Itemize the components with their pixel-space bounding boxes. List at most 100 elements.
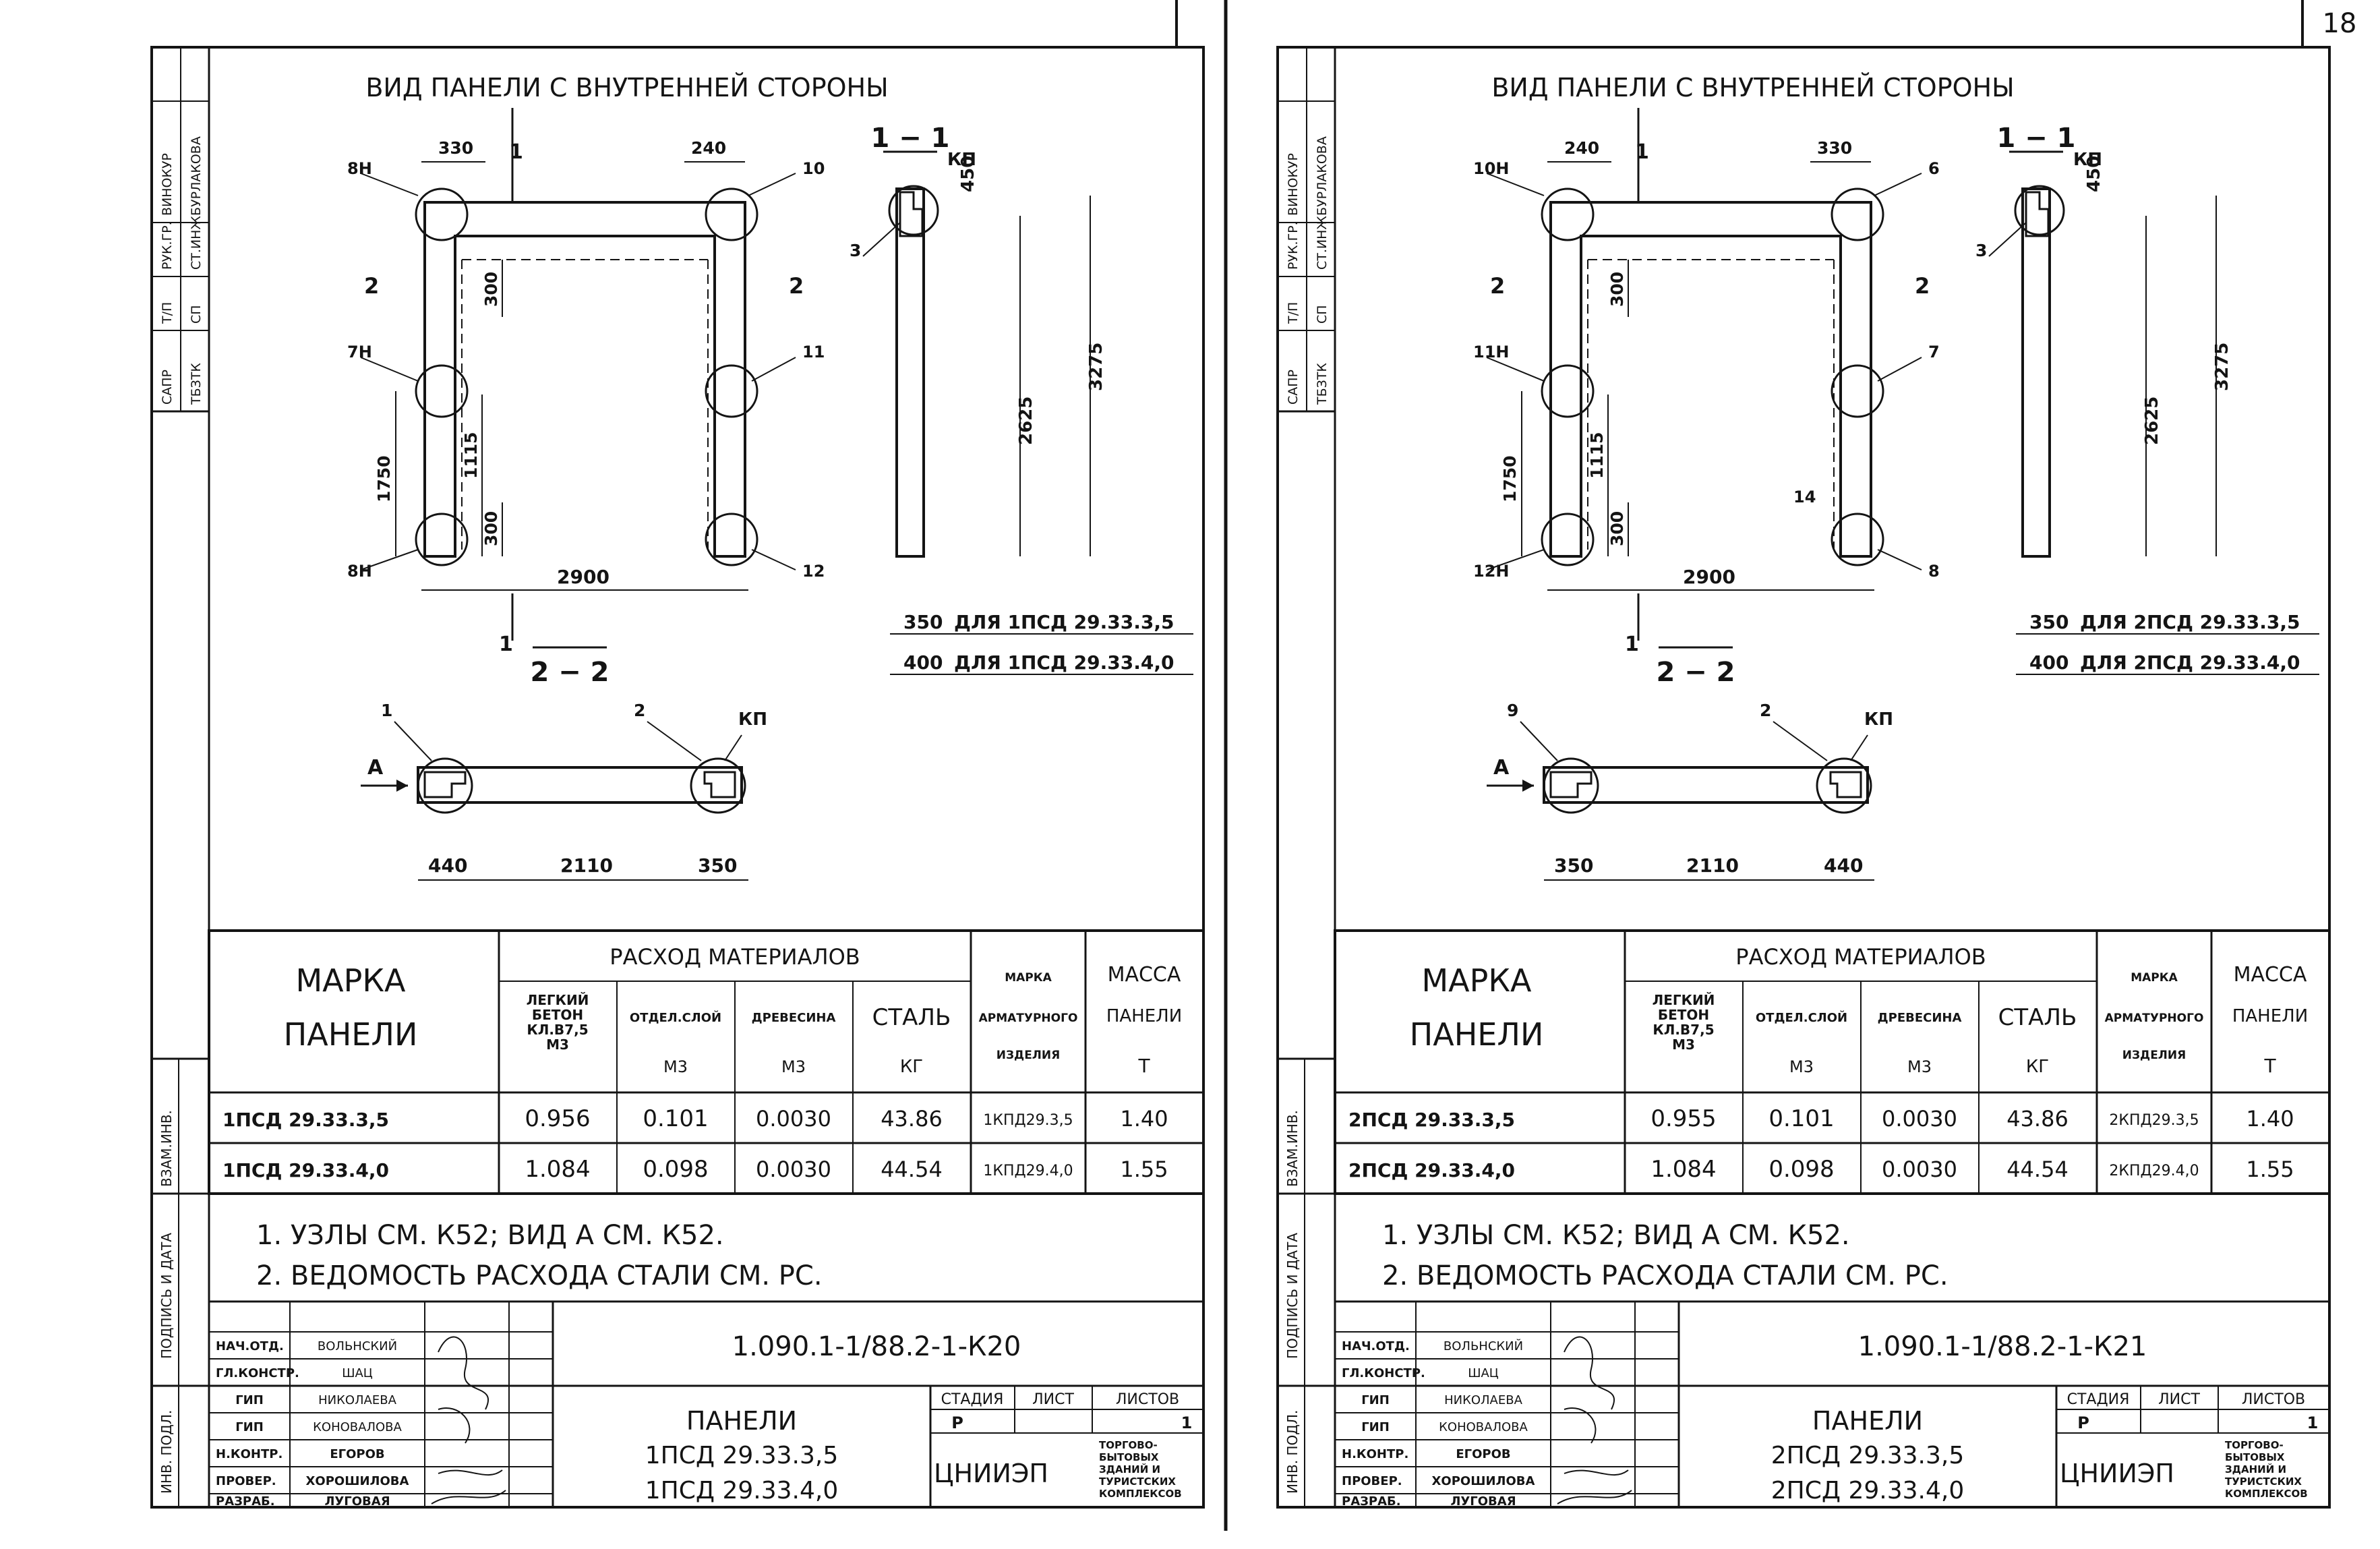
table-header: МАРКА [2131,971,2178,985]
section-kp-label: КП [947,150,976,170]
table-header: БЕТОН [1658,1007,1709,1023]
signer-role: РАЗРАБ. [1342,1494,1401,1509]
node-label: 8Н [347,159,372,178]
panel-elevation [1486,173,1922,571]
side-label: ИНВ. ПОДЛ. [1284,1410,1301,1494]
node-label: 11 [802,343,825,361]
table-header: ОТДЕЛ.СЛОЙ [1756,1010,1847,1025]
organization-sub: ЗДАНИЙ И [1099,1463,1160,1475]
table-cell: 1КПД29.4,0 [983,1163,1073,1179]
dimension-label: 240 [691,138,726,158]
stamp-cell: ВИНОКУР [1286,153,1301,216]
signer-role: Н.КОНТР. [216,1447,282,1461]
dimension-label: 1115 [461,432,481,479]
dimension-label: 2900 [557,566,609,588]
node-label: 12 [802,562,825,581]
note-line: 2. ВЕДОМОСТЬ РАСХОДА СТАЛИ СМ. РС. [1382,1260,1948,1291]
table-header: М3 [546,1036,569,1053]
stamp-cell: ТБЗТК [1315,363,1330,405]
organization-sub: ТОРГОВО- [1099,1439,1158,1451]
table-header: МАССА [1108,963,1181,987]
section-cut-mark: 2 [1915,273,1930,299]
section-cut-mark: 1 [1625,633,1639,656]
table-header: ОТДЕЛ.СЛОЙ [630,1010,721,1025]
dimension-label: 2625 [2142,397,2162,445]
sheet-k21: САПР Т/П РУК.ГР. ВИНОКУР ТБЗТК СП СТ.ИНЖ… [1276,46,2331,1509]
section-num-label: 3 [850,241,861,260]
signer-name: ЛУГОВАЯ [324,1494,390,1509]
table-header: ДРЕВЕСИНА [752,1011,836,1025]
organization-sub: ЗДАНИЙ И [2225,1463,2286,1475]
product-name: 2ПСД 29.33.4,0 [1771,1477,1964,1504]
organization-sub: БЫТОВЫХ [2225,1451,2285,1463]
section-2-2 [1487,646,1874,881]
dimension-label: 2900 [1683,566,1735,588]
dimension-label: 300 [1607,272,1627,307]
view-arrow-label: А [367,756,384,780]
node-label: 12Н [1473,562,1509,581]
node-label: 7Н [347,343,372,361]
dimension-label: 350 [1554,854,1593,877]
table-cell: 44.54 [2006,1157,2069,1182]
section-cut-mark: 2 [1490,273,1505,299]
table-cell: 0.0030 [756,1106,831,1132]
stamp-cell: САПР [1286,370,1301,405]
elevation-dimensions [1521,108,1874,641]
table-header: МАРКА [1005,971,1052,985]
table-row: 1ПСД 29.33.4,0 1.084 0.098 0.0030 44.54 … [222,1156,1168,1183]
side-label: ПОДПИСЬ И ДАТА [158,1233,175,1359]
section-cut-mark: 1 [1635,140,1649,164]
table-header: БЕТОН [532,1007,583,1023]
table-header: АРМАТУРНОГО [979,1012,1078,1025]
thickness-note: ДЛЯ 1ПСД 29.33.4,0 [954,651,1174,674]
sheet-k20: САПР Т/П РУК.ГР. ВИНОКУР ТБЗТК СП СТ.ИНЖ… [150,46,1205,1509]
table-cell: 0.956 [525,1105,590,1132]
table-cell: 1.084 [525,1156,590,1183]
stamp-cell: ТБЗТК [189,363,204,405]
section-kp-label: КП [738,709,767,730]
section-1-1 [862,150,1091,558]
dimension-label: 3275 [1086,343,1106,391]
table-header: КГ [900,1057,923,1077]
dimension-label: 1750 [374,455,394,502]
stage-value: 1 [1181,1413,1193,1432]
node-label: 9 [1507,701,1518,720]
node-label: 2 [634,701,645,720]
signer-name: ЛУГОВАЯ [1450,1494,1516,1509]
table-header: ИЗДЕЛИЯ [996,1049,1061,1062]
table-cell: 1КПД29.3,5 [983,1112,1073,1129]
table-row: 1ПСД 29.33.3,5 0.956 0.101 0.0030 43.86 … [222,1105,1168,1132]
node-label: 7 [1928,343,1940,361]
signer-role: ПРОВЕР. [1342,1474,1402,1488]
section-label: 2 − 2 [1656,657,1735,688]
dimension-label: 1115 [1587,432,1607,479]
stage-header: СТАДИЯ [2067,1391,2130,1408]
table-header: РАСХОД МАТЕРИАЛОВ [1735,944,1986,970]
table-header: Т [1137,1055,1150,1077]
product-name: 2ПСД 29.33.3,5 [1771,1442,1964,1469]
dimension-label: 240 [1564,138,1599,158]
thickness-dim: 400 [903,651,943,674]
thickness-dim: 350 [903,611,943,633]
table-header: МАССА [2234,963,2307,987]
dimension-label: 350 [698,854,737,877]
side-label: ПОДПИСЬ И ДАТА [1284,1233,1301,1359]
signer-name: НИКОЛАЕВА [318,1393,397,1407]
organization: ЦНИИЭП [934,1459,1048,1488]
dimension-label: 1750 [1500,455,1520,502]
view-arrow-label: А [1493,756,1510,780]
table-header: СТАЛЬ [1998,1004,2077,1031]
organization-sub: БЫТОВЫХ [1099,1451,1159,1463]
table-cell: 1ПСД 29.33.3,5 [222,1109,389,1131]
signer-role: ПРОВЕР. [216,1474,276,1488]
stamp-cell: СП [189,305,204,324]
table-cell: 0.0030 [756,1157,831,1182]
table-cell: 0.101 [643,1105,708,1132]
signer-name: ХОРОШИЛОВА [306,1474,409,1488]
stamp-cell: РУК.ГР. [1286,221,1301,270]
stage-value: Р [951,1413,963,1432]
signer-role: ГИП [1361,1420,1390,1434]
stage-value: Р [2077,1413,2089,1432]
dimension-label: 2625 [1016,397,1036,445]
thickness-note: ДЛЯ 2ПСД 29.33.4,0 [2080,651,2300,674]
